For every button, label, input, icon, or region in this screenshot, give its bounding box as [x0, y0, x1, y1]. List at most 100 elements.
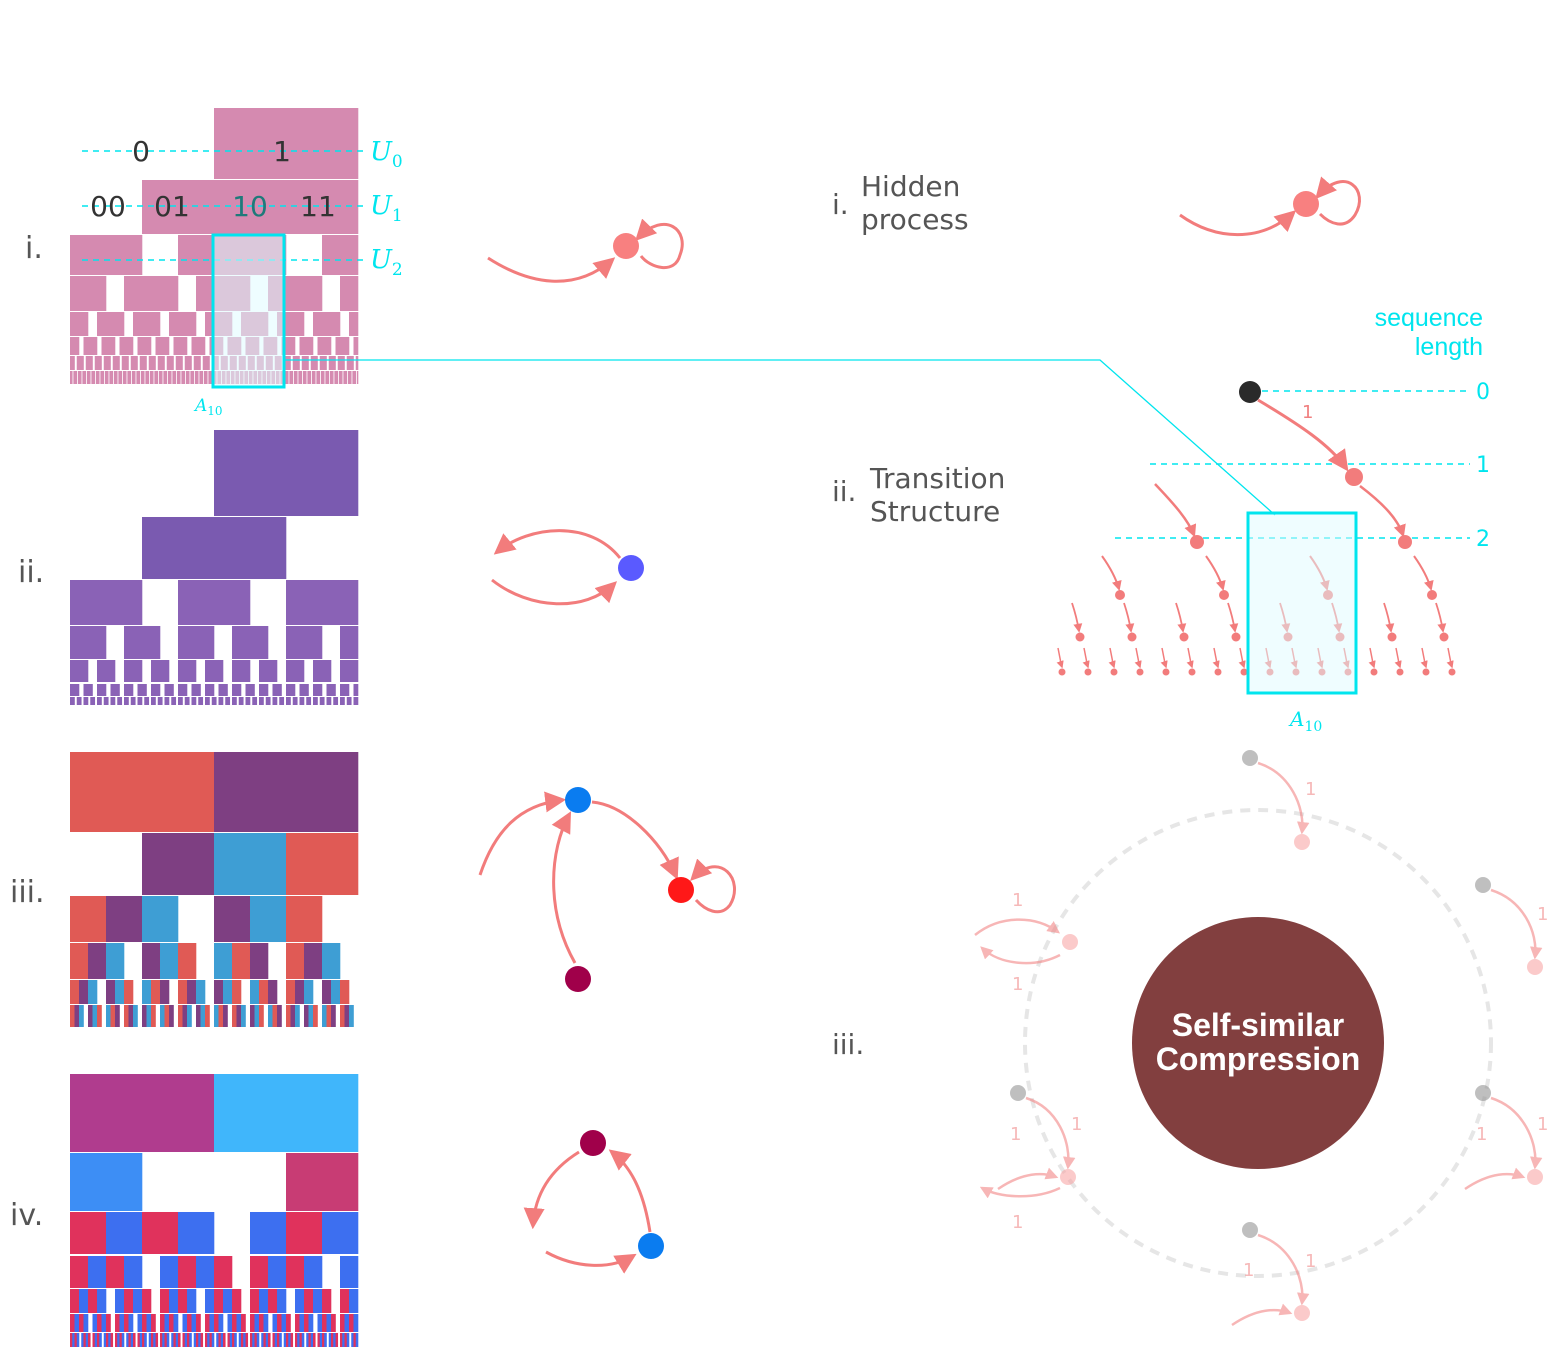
grid-cell [196, 356, 199, 370]
grid-cell [261, 697, 264, 705]
edge [1056, 647, 1064, 669]
grid-cell [232, 1333, 235, 1347]
grid-cell [343, 371, 345, 384]
grid-cell [92, 371, 94, 384]
grid-cell [205, 1289, 215, 1313]
grid-cell [198, 1333, 201, 1347]
section-i-numeral: i. [832, 188, 849, 221]
motif-edge [997, 1167, 1059, 1191]
grid-cell [95, 371, 98, 384]
grid-cell [227, 1333, 231, 1347]
node [1162, 668, 1170, 676]
grid-cell [70, 1074, 215, 1152]
grid-cell [211, 1333, 215, 1347]
u2-label: U2 [370, 245, 403, 280]
grid-cell [344, 684, 350, 696]
grid-cell [146, 1314, 152, 1332]
grid-cell [263, 1333, 267, 1347]
grid-cell [83, 337, 89, 355]
motif-edge [1490, 888, 1543, 960]
grid-cell [79, 660, 89, 682]
node [1115, 590, 1125, 600]
grid-cell [160, 1314, 165, 1332]
grid-cell [304, 337, 309, 355]
grid-cell [272, 697, 276, 705]
grid-cell [142, 1005, 147, 1027]
grid-cell [160, 943, 179, 979]
grid-cell [304, 980, 314, 1004]
grid-cell [133, 697, 136, 705]
grid-cell [331, 312, 341, 336]
grid-cell [178, 312, 188, 336]
grid-cell [180, 697, 183, 705]
grid-cell [162, 1333, 165, 1347]
machine-iii [478, 787, 736, 992]
grid-cell [83, 371, 85, 384]
grid-cell [300, 371, 303, 384]
grid-cell [171, 1333, 174, 1347]
grid-cell [187, 1333, 190, 1347]
u1-label: U1 [370, 191, 403, 226]
grid-cell [120, 371, 123, 384]
a10-highlight-box-left [211, 233, 286, 389]
grid-cell [322, 337, 327, 355]
grid-cell [70, 1005, 75, 1027]
grid-cell [223, 980, 233, 1004]
grid-cell [115, 1005, 120, 1027]
grid-cell [115, 356, 118, 370]
grid-cell [146, 371, 148, 384]
grid-cell [103, 697, 107, 705]
grid-cell [110, 1005, 116, 1027]
grid-cell [119, 1314, 125, 1332]
grid-cell [238, 1333, 242, 1347]
grid-cell [295, 1314, 300, 1332]
node [1214, 668, 1222, 676]
grid-cell [151, 312, 161, 336]
grid-cell [286, 626, 305, 659]
node [1398, 535, 1412, 549]
grid-cell [106, 337, 111, 355]
grid-cell [127, 371, 129, 384]
grid-cell [104, 371, 107, 384]
grid-cell [139, 356, 143, 370]
grid-cell [252, 1333, 255, 1347]
a10-label-right: A10 [1288, 707, 1322, 735]
grid-cell [148, 356, 152, 370]
grid-cell [349, 312, 359, 336]
grid-cell [214, 660, 224, 682]
grid-cell [295, 1005, 300, 1027]
grid-cell [196, 1333, 199, 1347]
grid-cell [187, 660, 197, 682]
grid-cell [345, 371, 348, 384]
grid-cell [232, 1314, 237, 1332]
grid-cell [178, 626, 197, 659]
grid-cell [293, 371, 296, 384]
grid-cell [340, 980, 350, 1004]
grid-cell [175, 356, 179, 370]
grid-cell [182, 1333, 186, 1347]
grid-cell [302, 371, 305, 384]
grid-cell [121, 1333, 125, 1347]
edge [1227, 602, 1239, 633]
grid-cell [151, 356, 154, 370]
level-label-2: 2 [1476, 527, 1490, 552]
grid-cell [160, 337, 165, 355]
grid-cell [106, 235, 143, 275]
section-ii-title-line1: Transition [869, 462, 1005, 495]
edge [1383, 602, 1395, 633]
state-node [638, 1233, 664, 1259]
grid-cell [206, 371, 208, 384]
grid-cell [326, 684, 332, 696]
grid-cell [268, 980, 278, 1004]
grid-cell [309, 371, 312, 384]
node [1387, 632, 1397, 642]
grid-cell [301, 356, 305, 370]
grid-cell [241, 1005, 246, 1027]
grid-cell [106, 312, 116, 336]
grid-cell [169, 312, 179, 336]
grid-cell [337, 356, 341, 370]
grid-cell [304, 1005, 309, 1027]
section-i-title-line2: process [861, 203, 969, 236]
edge [1123, 602, 1135, 633]
grid-cell [200, 337, 206, 355]
